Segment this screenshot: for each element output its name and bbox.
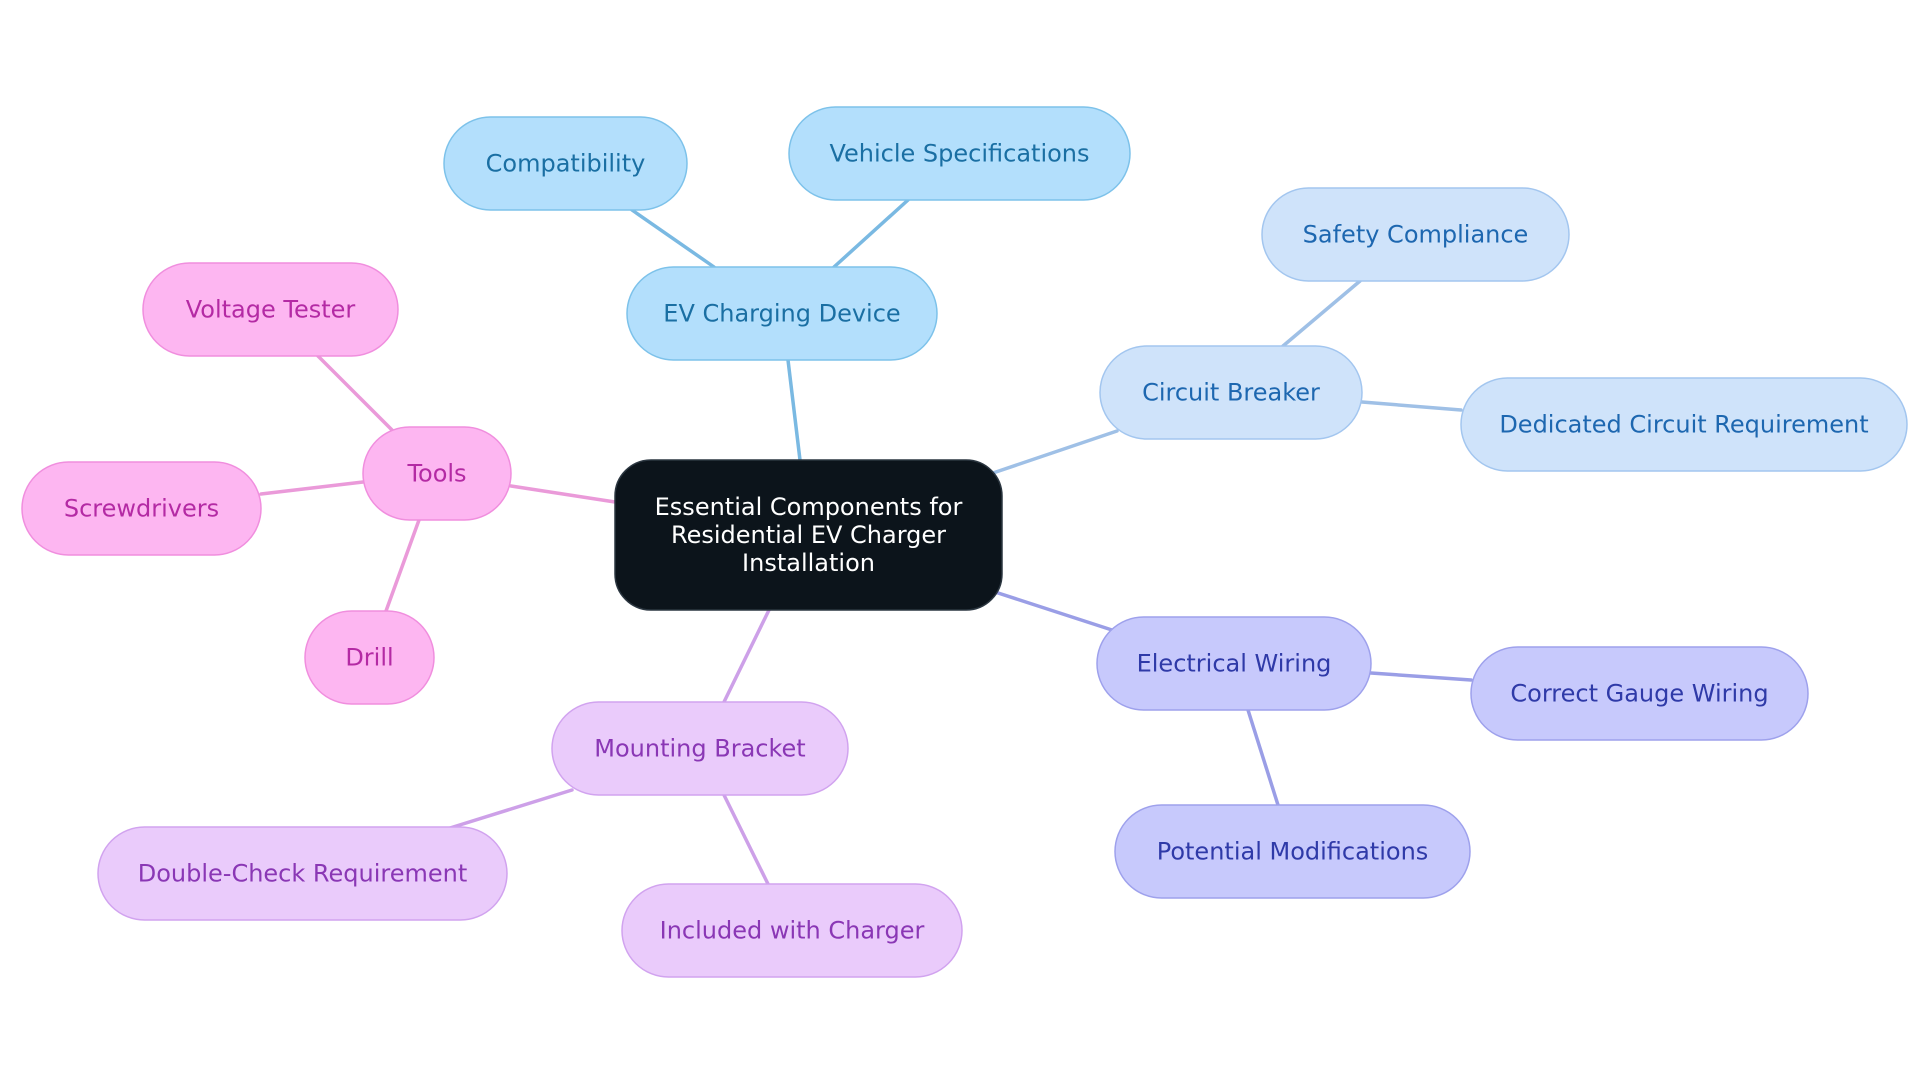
tools-connector (509, 484, 617, 504)
correct-gauge-wiring-connector (1369, 671, 1473, 682)
screwdrivers-connector (259, 480, 365, 496)
electrical-wiring-node[interactable]: Electrical Wiring (1096, 616, 1372, 711)
safety-compliance-label: Safety Compliance (1303, 221, 1529, 249)
drill-label: Drill (345, 644, 393, 672)
included-with-charger-label: Included with Charger (660, 917, 925, 945)
electrical-wiring-label: Electrical Wiring (1137, 650, 1332, 678)
drill-shape (304, 610, 435, 705)
drill-node[interactable]: Drill (304, 610, 435, 705)
compatibility-node[interactable]: Compatibility (443, 116, 688, 211)
compatibility-connector (630, 208, 716, 269)
electrical-wiring-connector (993, 590, 1114, 632)
safety-compliance-node[interactable]: Safety Compliance (1261, 187, 1570, 282)
root-label-line: Installation (742, 549, 875, 577)
vehicle-specifications-shape (788, 106, 1131, 201)
voltage-tester-node[interactable]: Voltage Tester (142, 262, 399, 357)
mounting-bracket-connector (722, 608, 771, 704)
circuit-breaker-shape (1099, 345, 1363, 440)
compatibility-shape (443, 116, 688, 211)
correct-gauge-wiring-label: Correct Gauge Wiring (1510, 680, 1768, 708)
dedicated-circuit-requirement-shape (1460, 377, 1908, 472)
ev-charging-device-shape (626, 266, 938, 361)
mounting-bracket-node[interactable]: Mounting Bracket (551, 701, 849, 796)
drill-connector (384, 518, 421, 613)
potential-modifications-label: Potential Modifications (1157, 838, 1429, 866)
circuit-breaker-label: Circuit Breaker (1142, 379, 1320, 407)
vehicle-specifications-node[interactable]: Vehicle Specifications (788, 106, 1131, 201)
screwdrivers-node[interactable]: Screwdrivers (21, 461, 262, 556)
ev-charging-device-node[interactable]: EV Charging Device (626, 266, 938, 361)
screwdrivers-shape (21, 461, 262, 556)
potential-modifications-connector (1246, 708, 1280, 807)
ev-charging-device-connector (786, 358, 802, 462)
included-with-charger-connector (722, 793, 770, 886)
double-check-requirement-connector (448, 788, 574, 830)
potential-modifications-shape (1114, 804, 1471, 899)
root-shape (614, 459, 1003, 611)
root-label-line: Residential EV Charger (671, 521, 946, 549)
correct-gauge-wiring-node[interactable]: Correct Gauge Wiring (1470, 646, 1809, 741)
safety-compliance-connector (1281, 279, 1362, 348)
vehicle-specifications-label: Vehicle Specifications (829, 140, 1089, 168)
dedicated-circuit-requirement-connector (1360, 400, 1463, 412)
tools-label: Tools (406, 460, 466, 488)
tools-shape (362, 426, 512, 521)
double-check-requirement-node[interactable]: Double-Check Requirement (97, 826, 508, 921)
electrical-wiring-shape (1096, 616, 1372, 711)
tools-node[interactable]: Tools (362, 426, 512, 521)
screwdrivers-label: Screwdrivers (64, 495, 219, 523)
safety-compliance-shape (1261, 187, 1570, 282)
mounting-bracket-shape (551, 701, 849, 796)
included-with-charger-shape (621, 883, 963, 978)
dedicated-circuit-requirement-label: Dedicated Circuit Requirement (1499, 411, 1868, 439)
double-check-requirement-label: Double-Check Requirement (138, 860, 468, 888)
nodes: EV Charging Device Compatibility Vehicle S… (21, 106, 1908, 978)
mounting-bracket-label: Mounting Bracket (594, 735, 805, 763)
potential-modifications-node[interactable]: Potential Modifications (1114, 804, 1471, 899)
dedicated-circuit-requirement-node[interactable]: Dedicated Circuit Requirement (1460, 377, 1908, 472)
circuit-breaker-connector (988, 429, 1119, 476)
compatibility-label: Compatibility (486, 150, 646, 178)
connectors (259, 198, 1473, 886)
vehicle-specifications-connector (832, 198, 910, 269)
double-check-requirement-shape (97, 826, 508, 921)
correct-gauge-wiring-shape (1470, 646, 1809, 741)
voltage-tester-label: Voltage Tester (186, 296, 356, 324)
ev-charging-device-label: EV Charging Device (663, 300, 900, 328)
voltage-tester-connector (316, 354, 394, 432)
circuit-breaker-node[interactable]: Circuit Breaker (1099, 345, 1363, 440)
included-with-charger-node[interactable]: Included with Charger (621, 883, 963, 978)
root-label-line: Essential Components for (655, 493, 963, 521)
voltage-tester-shape (142, 262, 399, 357)
